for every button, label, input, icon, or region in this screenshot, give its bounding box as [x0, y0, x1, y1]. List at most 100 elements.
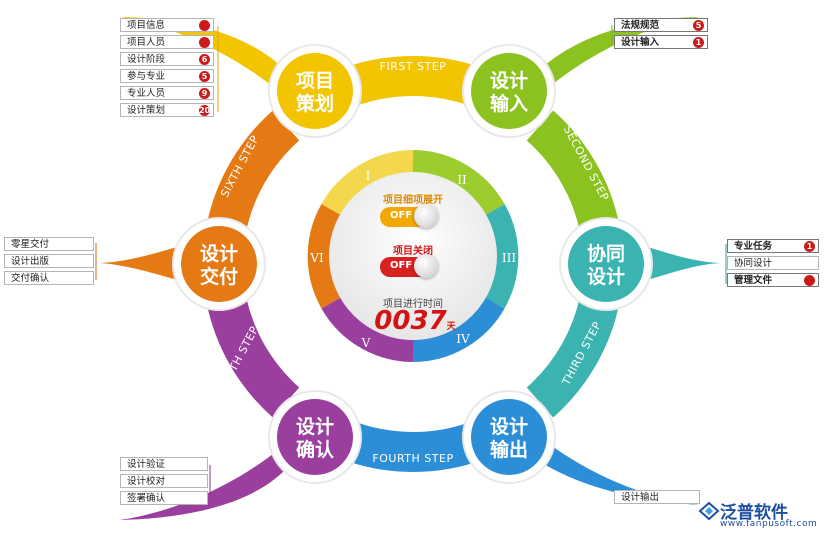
node-bottom-right-line2: 输出: [490, 438, 528, 461]
list-item-top-left[interactable]: 项目人员: [120, 35, 214, 49]
count-badge: [199, 37, 210, 48]
list-item-label: 零星交付: [11, 239, 50, 250]
roman-ii: II: [457, 173, 467, 187]
node-left-line1: 设计: [200, 243, 238, 265]
node-right-line2: 设计: [587, 266, 625, 288]
close-toggle[interactable]: OFF: [380, 254, 438, 278]
roman-iv: IV: [456, 332, 470, 346]
node-right[interactable]: 协同 设计: [559, 217, 653, 311]
count-badge: 1: [804, 241, 815, 252]
list-item-bottom-left[interactable]: 设计校对: [120, 474, 208, 488]
list-item-label: 设计输入: [621, 37, 660, 48]
list-item-label: 协同设计: [734, 258, 773, 269]
roman-iii: III: [502, 251, 516, 265]
center-segment-vi: [307, 204, 341, 309]
tail-left: [100, 245, 185, 282]
ring-segment-first: [343, 56, 483, 106]
list-item-label: 项目人员: [127, 37, 166, 48]
center-segment-v: [321, 297, 414, 362]
roman-i: I: [366, 169, 371, 183]
list-item-label: 交付确认: [11, 273, 50, 284]
list-item-label: 设计出版: [11, 256, 50, 267]
node-bottom-left[interactable]: 设计 确认: [268, 390, 362, 484]
list-item-label: 管理文件: [734, 275, 773, 286]
list-item-label: 设计输出: [621, 492, 660, 503]
list-item-label: 专业人员: [127, 88, 166, 99]
company-logo: 泛普软件 www.fanpusoft.com: [698, 498, 817, 529]
node-left[interactable]: 设计 交付: [172, 217, 266, 311]
list-item-left[interactable]: 零星交付: [4, 237, 94, 251]
list-item-top-right[interactable]: 法规规范 5: [614, 18, 708, 32]
center-segment-iii: [485, 204, 519, 309]
expand-toggle-state: OFF: [390, 210, 413, 221]
count-badge: 5: [693, 20, 704, 31]
top-right-list: 法规规范 5 设计输入 1: [614, 18, 708, 49]
tail-right: [640, 245, 720, 282]
ring-segment-fifth: [206, 293, 300, 418]
logo-mark-icon: [698, 501, 720, 520]
count-badge: 9: [199, 88, 210, 99]
list-item-label: 法规规范: [621, 20, 660, 31]
expand-toggle[interactable]: OFF: [380, 204, 438, 228]
center-segment-i: [321, 150, 414, 216]
list-item-right[interactable]: 协同设计: [727, 256, 819, 270]
list-item-label: 专业任务: [734, 241, 773, 252]
roman-v: V: [361, 336, 371, 350]
node-top-right[interactable]: 设计 输入: [462, 44, 556, 138]
center-panel: [329, 172, 497, 340]
tail-bottom-right: [525, 425, 700, 505]
step-label-fourth: FOURTH STEP: [372, 452, 453, 465]
node-bottom-right[interactable]: 设计 输出: [462, 390, 556, 484]
count-badge: [804, 275, 815, 286]
timer-value: 0037: [374, 306, 447, 336]
node-right-line1: 协同: [587, 242, 625, 265]
expand-toggle-knob: [414, 204, 438, 228]
node-top-right-line2: 输入: [490, 92, 528, 115]
tail-bottom-left: [120, 430, 300, 520]
ring-segment-sixth: [206, 110, 300, 235]
count-badge: 6: [199, 54, 210, 65]
list-item-right[interactable]: 管理文件: [727, 273, 819, 287]
ring-segment-third: [526, 293, 620, 418]
center-segment-ii: [412, 150, 505, 216]
node-top-left-line2: 策划: [296, 92, 334, 115]
close-toggle-knob: [414, 254, 438, 278]
bottom-left-list: 设计验证设计校对签署确认: [120, 457, 208, 505]
node-top-left[interactable]: 项目 策划: [268, 44, 362, 138]
list-item-top-right[interactable]: 设计输入 1: [614, 35, 708, 49]
count-badge: 1: [693, 37, 704, 48]
list-item-left[interactable]: 交付确认: [4, 271, 94, 285]
node-top-left-line1: 项目: [296, 70, 334, 92]
list-item-top-left[interactable]: 参与专业 5: [120, 69, 214, 83]
center-segment-iv: [412, 297, 505, 362]
list-item-label: 设计阶段: [127, 54, 166, 65]
count-badge: 5: [199, 71, 210, 82]
list-item-top-left[interactable]: 设计阶段 6: [120, 52, 214, 66]
tail-top-right: [520, 17, 700, 115]
expand-label: 项目细项展开: [383, 195, 443, 206]
bottom-right-list: 设计输出: [614, 490, 700, 504]
list-item-top-left[interactable]: 专业人员 9: [120, 86, 214, 100]
list-item-bottom-right[interactable]: 设计输出: [614, 490, 700, 504]
count-badge: [199, 20, 210, 31]
list-item-label: 项目信息: [127, 20, 166, 31]
list-item-label: 设计验证: [127, 459, 166, 470]
list-item-bottom-left[interactable]: 设计验证: [120, 457, 208, 471]
node-bottom-left-line2: 确认: [296, 438, 334, 461]
step-label-first: FIRST STEP: [380, 60, 447, 73]
ring-segment-fourth: [343, 422, 483, 472]
list-item-right[interactable]: 专业任务 1: [727, 239, 819, 253]
node-bottom-right-line1: 设计: [490, 416, 528, 438]
logo-url: www.fanpusoft.com: [720, 519, 818, 529]
ring-segment-second: [526, 110, 620, 235]
list-item-label: 参与专业: [127, 71, 166, 82]
close-toggle-state: OFF: [390, 260, 413, 271]
list-item-label: 签署确认: [127, 493, 166, 504]
count-badge: 20: [199, 105, 211, 116]
list-item-top-left[interactable]: 项目信息: [120, 18, 214, 32]
list-item-left[interactable]: 设计出版: [4, 254, 94, 268]
list-item-bottom-left[interactable]: 签署确认: [120, 491, 208, 505]
